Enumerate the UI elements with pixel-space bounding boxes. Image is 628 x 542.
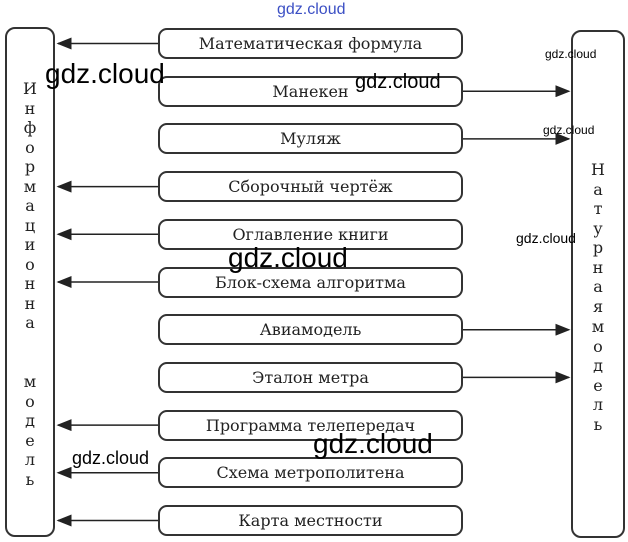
model-item: Муляж: [158, 123, 463, 155]
watermark: gdz.cloud: [277, 1, 346, 18]
model-item: Авиамодель: [158, 314, 463, 346]
model-item: Манекен: [158, 75, 463, 107]
watermark: gdz.cloud: [228, 242, 348, 273]
model-item: Карта местности: [158, 505, 463, 536]
vertical-letter: о: [25, 137, 35, 157]
model-item: Эталон метра: [158, 361, 463, 393]
vertical-letter: д: [593, 356, 603, 375]
watermark: gdz.cloud: [72, 448, 150, 468]
vertical-letter: И: [23, 79, 37, 98]
watermark: gdz.cloud: [355, 71, 441, 93]
vertical-letter: ь: [593, 414, 603, 434]
watermark: gdz.cloud: [45, 58, 165, 89]
vertical-letter: я: [592, 296, 604, 316]
vertical-letter: н: [592, 257, 604, 277]
vertical-letter: р: [592, 238, 604, 257]
vertical-letter: а: [25, 313, 35, 332]
watermark: gdz.cloud: [313, 428, 433, 459]
vertical-letter: о: [593, 336, 603, 356]
vertical-letter: м: [23, 176, 37, 196]
vertical-letter: Н: [591, 160, 605, 179]
vertical-letter: и: [24, 235, 36, 254]
vertical-letter: м: [591, 317, 605, 336]
model-item: Математическая формула: [158, 28, 463, 59]
vertical-letter: л: [24, 450, 36, 469]
vertical-letter: ф: [23, 118, 37, 137]
vertical-letter: л: [592, 395, 604, 414]
vertical-letter: н: [24, 98, 36, 118]
vertical-letter: о: [25, 254, 35, 274]
model-item: Сборочный чертёж: [158, 171, 463, 203]
vertical-letter: о: [25, 391, 35, 411]
vertical-letter: ц: [24, 215, 36, 235]
vertical-letter: м: [23, 372, 37, 391]
vertical-letter: е: [593, 375, 603, 395]
model-item: Оглавление книги: [158, 218, 463, 250]
watermark: gdz.cloud: [543, 123, 595, 137]
watermark: gdz.cloud: [545, 47, 597, 61]
model-item: Блок-схема алгоритма: [158, 266, 463, 298]
vertical-letter: д: [25, 411, 35, 430]
vertical-letter: а: [25, 196, 35, 215]
model-item: Программа телепередач: [158, 409, 463, 441]
vertical-letter: а: [593, 277, 603, 296]
vertical-letter: ь: [25, 469, 35, 489]
model-item: Схема метрополитена: [158, 457, 463, 489]
vertical-letter: е: [25, 430, 35, 450]
vertical-letter: т: [593, 199, 603, 218]
vertical-letter: у: [593, 218, 603, 238]
watermark: gdz.cloud: [516, 230, 576, 246]
vertical-letter: а: [593, 179, 603, 199]
vertical-letter: р: [24, 157, 36, 176]
vertical-letter: н: [24, 293, 36, 313]
vertical-letter: н: [24, 274, 36, 293]
